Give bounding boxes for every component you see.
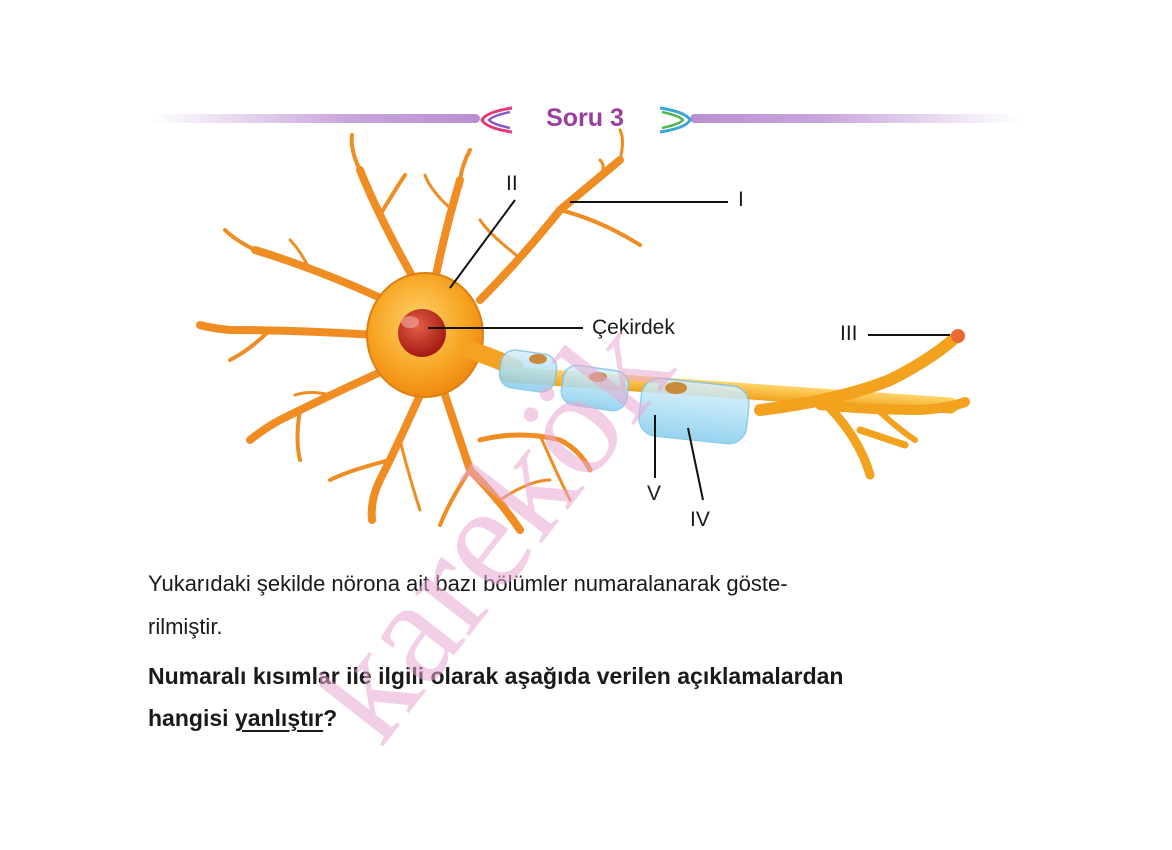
question-bold-line2-start: hangisi (148, 705, 235, 731)
label-i: I (738, 188, 744, 211)
label-iv: IV (690, 508, 710, 531)
question-title: Soru 3 (546, 104, 624, 132)
question-emphasis-word: yanlıştır (234, 705, 324, 731)
header-bar-left (150, 114, 480, 123)
dendrites (196, 128, 642, 534)
question-mark: ? (323, 705, 338, 731)
question-intro-line1: Yukarıdaki şekilde nörona ait bazı bölüm… (148, 571, 788, 596)
header-bar-right (690, 114, 1020, 123)
question-intro-line2: rilmiştir. (148, 614, 223, 639)
left-bracket-icon (480, 106, 513, 134)
leader-line-iv (687, 427, 704, 501)
label-ii: II (506, 172, 518, 195)
question-bold-line1: Numaralı kısımlar ile ilgili olarak aşağ… (148, 663, 844, 689)
myelin-sheaths (498, 349, 750, 445)
axon-terminals (754, 332, 970, 480)
nucleus (398, 309, 446, 357)
question-bold-line2: hangisi yanlıştır? (148, 698, 1028, 738)
right-bracket-icon (659, 106, 692, 134)
label-iii: III (840, 322, 858, 345)
leader-line-ii (449, 199, 516, 289)
label-nucleus: Çekirdek (592, 316, 675, 339)
label-v: V (647, 482, 662, 505)
